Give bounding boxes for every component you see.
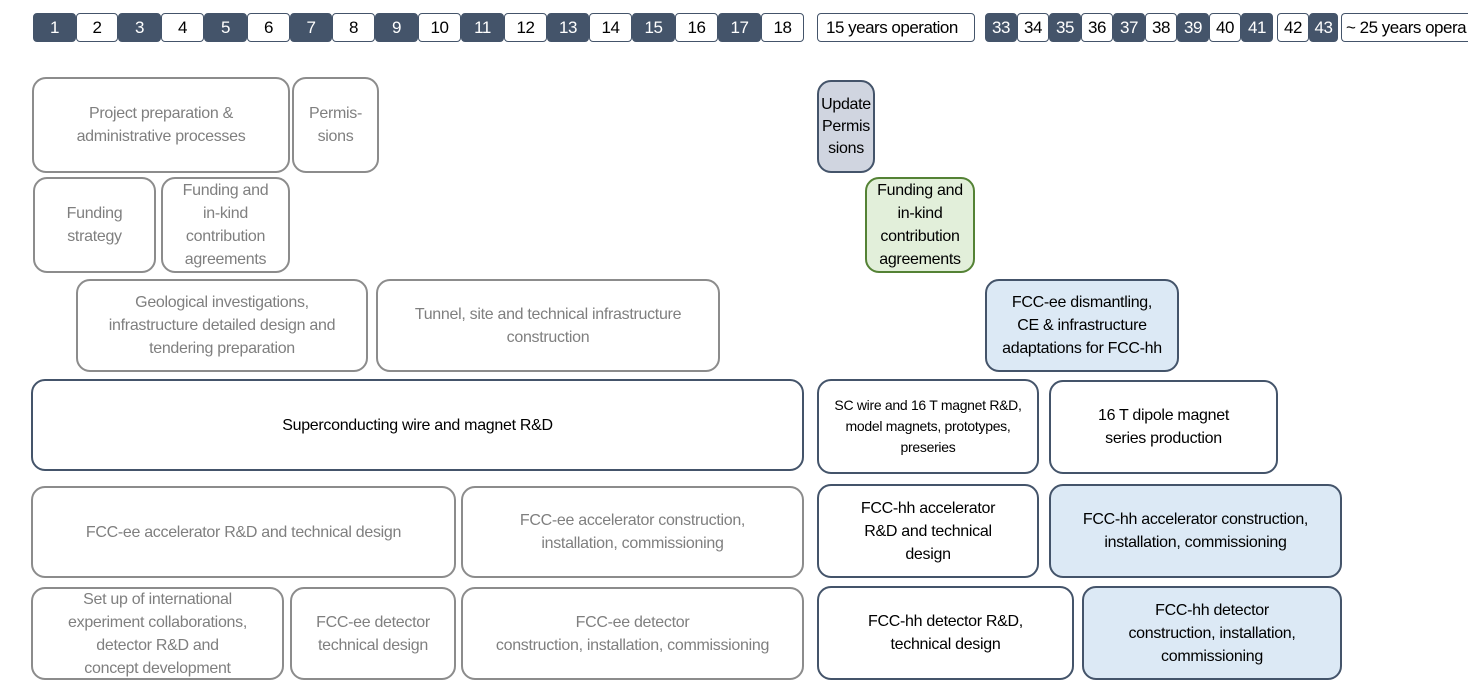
- year-cell: 7: [290, 13, 332, 42]
- year-cell: 43: [1309, 13, 1338, 42]
- year-cell: 2: [76, 13, 118, 42]
- year-cell: 9: [375, 13, 418, 42]
- year-cell: 5: [204, 13, 247, 42]
- block-update-permissions: Update Permis sions: [817, 80, 875, 173]
- block-international-collaborations: Set up of international experiment colla…: [31, 587, 284, 680]
- block-project-preparation: Project preparation & administrative pro…: [32, 77, 290, 173]
- year-cell: 17: [718, 13, 761, 42]
- year-cell: 4: [161, 13, 204, 42]
- year-cell: 38: [1145, 13, 1177, 42]
- year-cell: 10: [418, 13, 461, 42]
- year-cell: 1: [33, 13, 76, 42]
- block-ee-accelerator-rd: FCC-ee accelerator R&D and technical des…: [31, 486, 456, 578]
- block-superconducting-rd: Superconducting wire and magnet R&D: [31, 379, 804, 471]
- year-cell: 40: [1209, 13, 1241, 42]
- year-cell: 37: [1113, 13, 1145, 42]
- block-permissions: Permis- sions: [292, 77, 379, 173]
- year-cell: 18: [761, 13, 804, 42]
- block-tunnel-construction: Tunnel, site and technical infrastructur…: [376, 279, 720, 372]
- block-funding-agreements-phase2: Funding and in-kind contribution agreeme…: [865, 177, 975, 273]
- block-funding-agreements-phase1: Funding and in-kind contribution agreeme…: [161, 177, 290, 273]
- year-cell: 11: [461, 13, 504, 42]
- year-cell: 36: [1081, 13, 1113, 42]
- year-cell: 6: [247, 13, 290, 42]
- year-cell: 16: [675, 13, 718, 42]
- year-cell: 33: [985, 13, 1017, 42]
- year-cell: 13: [547, 13, 589, 42]
- year-cell: 3: [118, 13, 161, 42]
- operation-span-ee: 15 years operation: [817, 13, 975, 42]
- block-ee-detector-design: FCC-ee detector technical design: [290, 587, 456, 680]
- year-cell: 15: [632, 13, 675, 42]
- block-hh-detector-rd: FCC-hh detector R&D, technical design: [817, 586, 1074, 680]
- year-cell: 35: [1049, 13, 1081, 42]
- block-sc-16t-magnet-rd: SC wire and 16 T magnet R&D, model magne…: [817, 379, 1039, 474]
- year-cell: 42: [1277, 13, 1309, 42]
- block-ee-accelerator-construction: FCC-ee accelerator construction, install…: [461, 486, 804, 578]
- block-ee-detector-construction: FCC-ee detector construction, installati…: [461, 587, 804, 680]
- block-ee-dismantling: FCC-ee dismantling, CE & infrastructure …: [985, 279, 1179, 372]
- block-funding-strategy: Funding strategy: [33, 177, 156, 273]
- year-cell: 12: [504, 13, 547, 42]
- year-cell: 41: [1241, 13, 1273, 42]
- block-geological-investigations: Geological investigations, infrastructur…: [76, 279, 368, 372]
- block-dipole-production: 16 T dipole magnet series production: [1049, 380, 1278, 474]
- year-cell: 39: [1177, 13, 1209, 42]
- block-hh-accelerator-construction: FCC-hh accelerator construction, install…: [1049, 484, 1342, 578]
- block-hh-detector-construction: FCC-hh detector construction, installati…: [1082, 586, 1342, 680]
- year-cell: 14: [589, 13, 632, 42]
- year-cell: 34: [1017, 13, 1049, 42]
- block-hh-accelerator-rd: FCC-hh accelerator R&D and technical des…: [817, 484, 1039, 578]
- year-cell: 8: [332, 13, 375, 42]
- operation-span-hh: ~ 25 years opera: [1341, 13, 1468, 42]
